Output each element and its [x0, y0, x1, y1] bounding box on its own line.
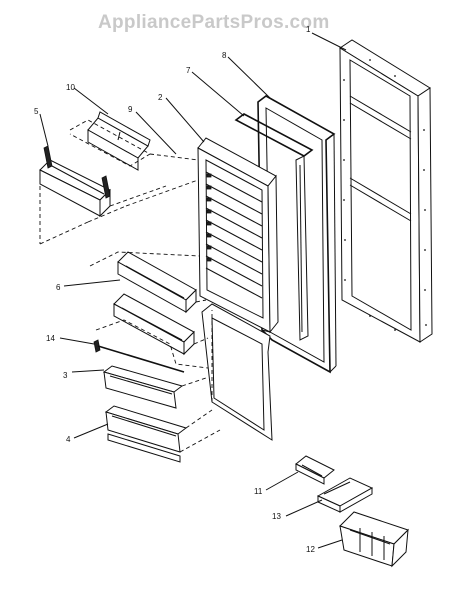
part-1-door-frame [339, 39, 433, 343]
callout-13: 13 [272, 512, 281, 521]
callout-4: 4 [66, 435, 71, 444]
part-13-butter-tray [316, 477, 374, 513]
callout-6: 6 [56, 283, 61, 292]
callout-10: 10 [66, 83, 75, 92]
callout-3: 3 [63, 371, 68, 380]
dairy-assembly-dashes [39, 119, 199, 245]
callout-1: 1 [306, 25, 311, 34]
callout-11: 11 [254, 487, 263, 496]
door-liner-ribs [205, 171, 263, 299]
leader-lines [39, 32, 347, 549]
part-14-shelf-retainer [93, 339, 185, 373]
callout-7: 7 [186, 66, 191, 75]
bin-assembly-dashes [89, 251, 209, 369]
callout-2: 2 [158, 93, 163, 102]
watermark-text: AppliancePartsPros.com [98, 12, 330, 33]
frame-rivets [343, 59, 427, 331]
part-11-egg-tray [295, 455, 335, 485]
part-10-dairy-door [87, 111, 151, 171]
callout-12: 12 [306, 545, 315, 554]
part-6-door-bin-upper [117, 251, 197, 314]
lower-bin-dashes [179, 377, 221, 453]
part-12-egg-bin [339, 511, 409, 568]
part-4-door-bin [104, 405, 188, 463]
part-7-door-liner-strip [234, 113, 314, 341]
callout-14: 14 [46, 334, 55, 343]
callout-5: 5 [34, 107, 39, 116]
part-6-door-bin-lower [113, 293, 195, 356]
callout-9: 9 [128, 105, 133, 114]
part-2-door-liner [197, 137, 279, 441]
callout-8: 8 [222, 51, 227, 60]
callout-labels: 1 2 3 4 5 6 7 8 9 10 11 12 13 14 [34, 25, 315, 554]
part-3-door-bin [102, 365, 184, 409]
part-5-dairy-compartment [39, 145, 111, 218]
